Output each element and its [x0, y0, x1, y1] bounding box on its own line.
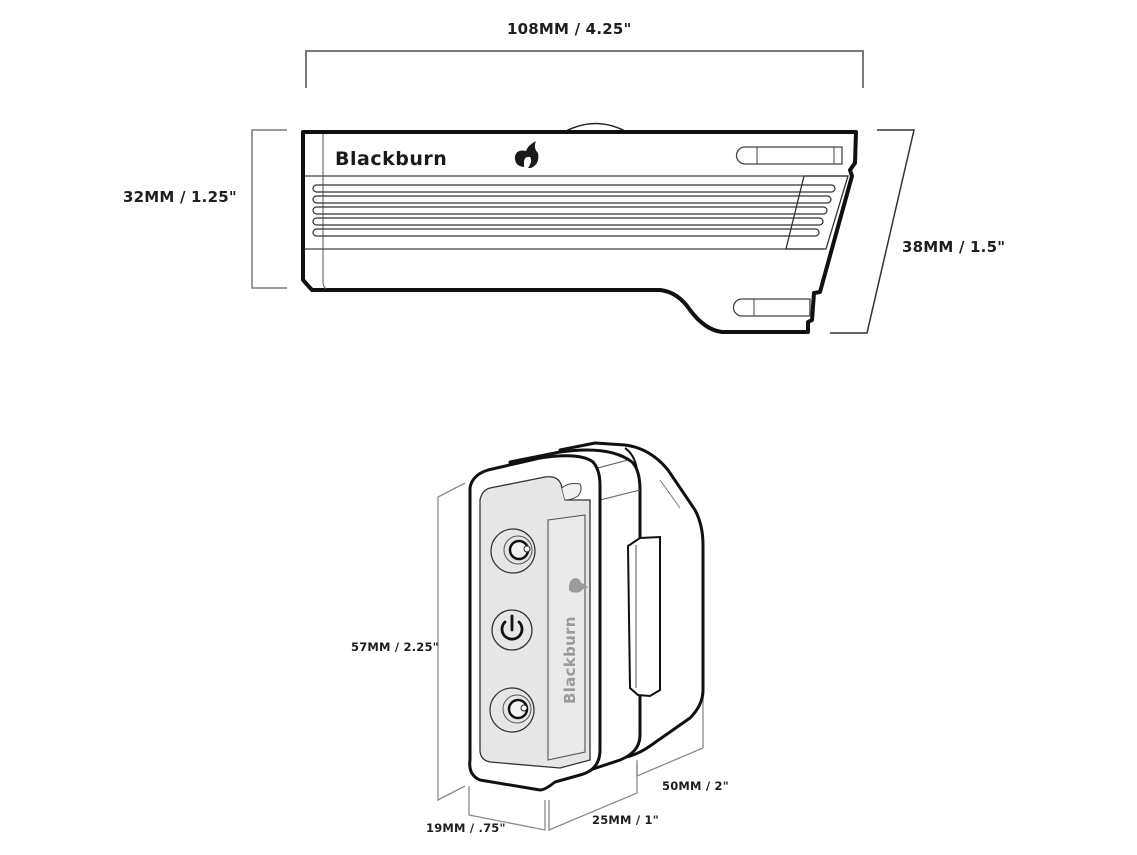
- rear-flame-logo-icon: [568, 578, 588, 593]
- side-brand-logo: Blackburn: [335, 148, 447, 170]
- mode-button-top[interactable]: [490, 528, 536, 574]
- face-notch: [561, 483, 582, 501]
- body-detail-line: [599, 489, 641, 501]
- fin: [312, 195, 832, 204]
- face-depth-dimension-line: [468, 786, 546, 831]
- button-ring-inner: [502, 694, 532, 724]
- mount-depth-label: 50MM / 2": [662, 779, 729, 793]
- body-detail-line: [659, 479, 681, 509]
- rear-brand-logo: Blackburn: [561, 616, 579, 704]
- power-icon: [500, 620, 524, 641]
- cooling-fins: [312, 184, 836, 237]
- face-depth-label: 19MM / .75": [426, 821, 506, 835]
- length-dimension-line: [305, 50, 864, 88]
- fin: [312, 217, 824, 226]
- mount-depth-dimension-line: [636, 678, 704, 777]
- length-label: 108MM / 4.25": [507, 20, 632, 38]
- button-center-dot: [520, 704, 528, 712]
- width-dimension-line: [548, 763, 638, 831]
- top-dome: [565, 122, 626, 132]
- logo-strip-panel: [547, 514, 586, 761]
- height-dimension-line: [437, 482, 466, 802]
- fin: [312, 206, 828, 215]
- rear-cap-line: [322, 134, 327, 290]
- width-label: 25MM / 1": [592, 813, 659, 827]
- mode-button-bottom[interactable]: [489, 687, 535, 733]
- front-lens-panel: [785, 175, 849, 250]
- rear-view: Blackburn: [437, 441, 705, 831]
- rear-height-dimension-line: [251, 129, 287, 289]
- lower-mount-slot: [732, 298, 811, 317]
- power-button[interactable]: [491, 609, 533, 651]
- mount-clip: [626, 535, 661, 698]
- rear-height-label: 32MM / 1.25": [123, 188, 237, 206]
- button-center-dot: [523, 545, 531, 553]
- front-height-label: 38MM / 1.5": [902, 238, 1006, 256]
- height-label: 57MM / 2.25": [351, 640, 439, 654]
- side-view: Blackburn: [251, 50, 915, 334]
- upper-mount-slot: [735, 146, 843, 165]
- fin: [312, 184, 836, 193]
- front-height-dimension-line: [830, 129, 915, 334]
- fin: [312, 228, 820, 237]
- light-body-outline: [301, 130, 858, 334]
- button-ring-inner: [503, 535, 533, 565]
- body-edge-line: [624, 447, 638, 471]
- flame-logo-icon: [514, 141, 539, 168]
